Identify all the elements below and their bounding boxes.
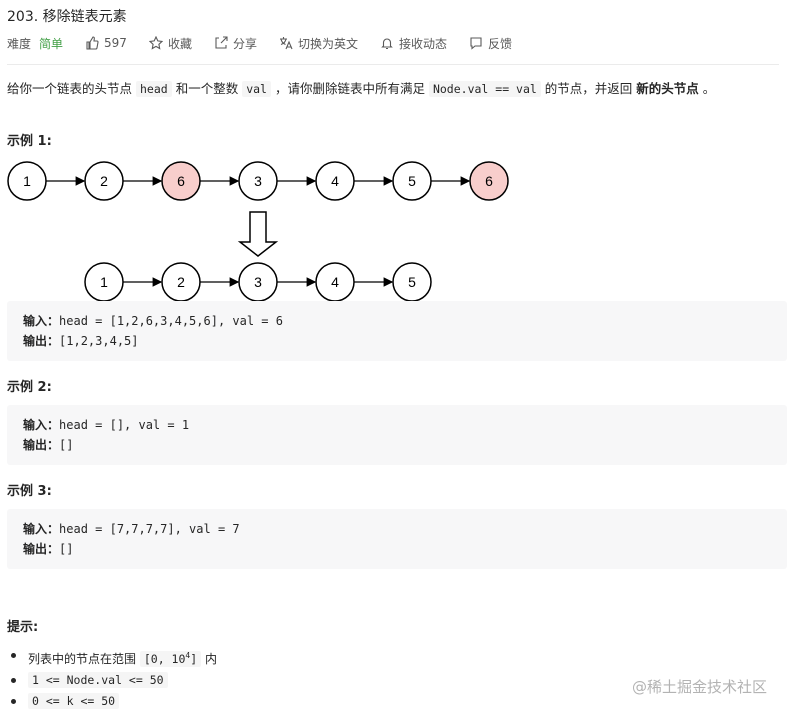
- output-label: 输出：: [23, 438, 60, 452]
- problem-title: 203. 移除链表元素: [7, 9, 127, 25]
- example-output-row: 输出：[]: [23, 435, 787, 455]
- desc-text: 。: [702, 81, 716, 96]
- hint-item: 列表中的节点在范围 [0, 104] 内: [11, 645, 217, 670]
- favorite-button[interactable]: 收藏: [148, 35, 192, 52]
- list-node-label: 3: [254, 274, 262, 290]
- example-1-heading: 示例 1:: [7, 134, 52, 149]
- desc-text: ，请你删除链表中所有满足: [274, 81, 425, 96]
- list-node-label: 4: [331, 274, 339, 290]
- feedback-label: 反馈: [488, 36, 513, 51]
- list-node: [84, 161, 124, 201]
- output-label: 输出：: [23, 542, 60, 556]
- favorite-label: 收藏: [167, 36, 192, 51]
- list-node-label: 6: [177, 173, 185, 189]
- example-2-block: 输入：head = [], val = 1 输出：[]: [7, 405, 787, 465]
- list-node-label: 5: [408, 274, 416, 290]
- problem-meta-bar: 难度 简单 597 收藏 分享 切换为英文 接收动态 反馈: [7, 34, 534, 52]
- feedback-icon: [470, 37, 482, 50]
- difficulty-label: 难度: [7, 36, 32, 51]
- list-node-label: 5: [408, 173, 416, 189]
- hint-item: 0 <= k <= 50: [11, 691, 217, 712]
- desc-bold: 新的头节点: [636, 81, 699, 96]
- desc-text: 的节点，并返回: [544, 81, 633, 96]
- list-node-label: 1: [23, 173, 31, 189]
- output-label: 输出：: [23, 334, 60, 348]
- output-value: []: [59, 542, 74, 556]
- example-output-row: 输出：[]: [23, 539, 787, 559]
- example-3-heading: 示例 3:: [7, 484, 52, 499]
- problem-description: 给你一个链表的头节点 head 和一个整数 val ，请你删除链表中所有满足 N…: [7, 80, 715, 98]
- input-label: 输入：: [23, 522, 60, 536]
- hints-heading: 提示:: [7, 620, 39, 635]
- feedback-button[interactable]: 反馈: [469, 35, 512, 52]
- translate-icon: [279, 37, 293, 50]
- example-input-row: 输入：head = [1,2,6,3,4,5,6], val = 6: [23, 311, 787, 331]
- example-3-block: 输入：head = [7,7,7,7], val = 7 输出：[]: [7, 509, 787, 569]
- difficulty-value: 简单: [39, 36, 64, 51]
- list-node: [238, 161, 278, 201]
- input-value: head = [1,2,6,3,4,5,6], val = 6: [59, 314, 283, 328]
- hints-list: 列表中的节点在范围 [0, 104] 内 1 <= Node.val <= 50…: [11, 645, 217, 712]
- divider: [7, 64, 779, 65]
- down-arrow-icon: [237, 211, 279, 257]
- hint-code: 1 <= Node.val <= 50: [28, 671, 168, 688]
- input-value: head = [7,7,7,7], val = 7: [59, 522, 240, 536]
- share-button[interactable]: 分享: [214, 35, 257, 52]
- hint-code: [0, 104]: [139, 650, 202, 667]
- hint-text: 内: [204, 651, 217, 666]
- difficulty: 难度 简单: [7, 35, 63, 52]
- list-node-label: 1: [100, 274, 108, 290]
- bell-icon: [381, 38, 393, 50]
- list-node: [161, 161, 201, 201]
- example-input-row: 输入：head = [7,7,7,7], val = 7: [23, 519, 787, 539]
- hint-code: 0 <= k <= 50: [28, 692, 120, 709]
- list-node-label: 6: [485, 173, 493, 189]
- like-button[interactable]: 597: [85, 36, 127, 50]
- desc-code-val: val: [242, 81, 271, 97]
- hint-code-close: ]: [190, 651, 198, 666]
- notify-label: 接收动态: [398, 36, 447, 51]
- switch-language-label: 切换为英文: [297, 36, 358, 51]
- list-node-label: 4: [331, 173, 339, 189]
- example-1-block: 输入：head = [1,2,6,3,4,5,6], val = 6 输出：[1…: [7, 301, 787, 361]
- desc-text: 给你一个链表的头节点: [7, 81, 133, 96]
- input-label: 输入：: [23, 418, 60, 432]
- list-node: [315, 161, 355, 201]
- hint-text: 列表中的节点在范围: [28, 651, 137, 666]
- input-value: head = [], val = 1: [59, 418, 190, 432]
- watermark: @稀土掘金技术社区: [631, 678, 767, 696]
- linked-list-diagram: 1 2 6 3 4 5 6 1 2 3 4 5: [7, 161, 509, 302]
- desc-code-condition: Node.val == val: [428, 81, 541, 97]
- output-value: []: [59, 438, 74, 452]
- list-node-label: 2: [177, 274, 185, 290]
- input-label: 输入：: [23, 314, 60, 328]
- share-label: 分享: [232, 36, 257, 51]
- list-node-label: 3: [254, 173, 262, 189]
- switch-language-button[interactable]: 切换为英文: [279, 35, 358, 52]
- example-2-heading: 示例 2:: [7, 380, 52, 395]
- hint-code-range: [0, 10: [143, 651, 186, 666]
- like-count: 597: [104, 36, 127, 50]
- example-input-row: 输入：head = [], val = 1: [23, 415, 787, 435]
- desc-text: 和一个整数: [175, 81, 239, 96]
- output-value: [1,2,3,4,5]: [59, 334, 139, 348]
- hint-item: 1 <= Node.val <= 50: [11, 670, 217, 691]
- desc-code-head: head: [136, 81, 172, 97]
- list-node: [469, 161, 509, 201]
- list-node-label: 2: [100, 173, 108, 189]
- share-icon: [215, 36, 228, 49]
- star-icon: [148, 36, 163, 50]
- thumbs-up-icon: [86, 36, 99, 50]
- list-node: [392, 161, 432, 201]
- list-node: [7, 161, 47, 201]
- notify-button[interactable]: 接收动态: [380, 35, 447, 52]
- hint-code-exponent: 4: [185, 651, 191, 660]
- example-output-row: 输出：[1,2,3,4,5]: [23, 331, 787, 351]
